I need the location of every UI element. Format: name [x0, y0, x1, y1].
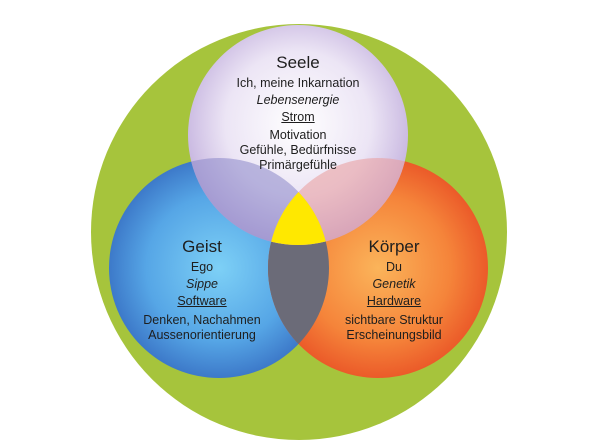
geist-line-2: Sippe [186, 277, 218, 291]
geist-line-5: Aussenorientierung [148, 328, 256, 342]
koerper-title: Körper [368, 237, 420, 256]
seele-line-1: Ich, meine Inkarnation [236, 76, 360, 90]
seele-geist-overlap [188, 158, 329, 245]
geist-line-4: Denken, Nachahmen [143, 313, 261, 327]
koerper-line-3: Hardware [366, 294, 422, 308]
koerper-line-1: Du [386, 260, 402, 274]
seele-line-2: Lebensenergie [256, 93, 340, 107]
koerper-line-4: sichtbare Struktur [345, 313, 443, 327]
geist-line-1: Ego [190, 260, 214, 274]
koerper-line-5: Erscheinungsbild [346, 328, 442, 342]
seele-line-6: Primärgefühle [259, 158, 337, 172]
seele-line-4: Motivation [269, 128, 327, 142]
seele-line-3: Strom [281, 110, 315, 124]
seele-line-5: Gefühle, Bedürfnisse [239, 143, 357, 157]
geist-line-3: Software [177, 294, 227, 308]
koerper-line-2: Genetik [372, 277, 416, 291]
seele-title: Seele [276, 53, 320, 72]
seele-koerper-overlap [268, 158, 408, 245]
geist-title: Geist [182, 237, 222, 256]
